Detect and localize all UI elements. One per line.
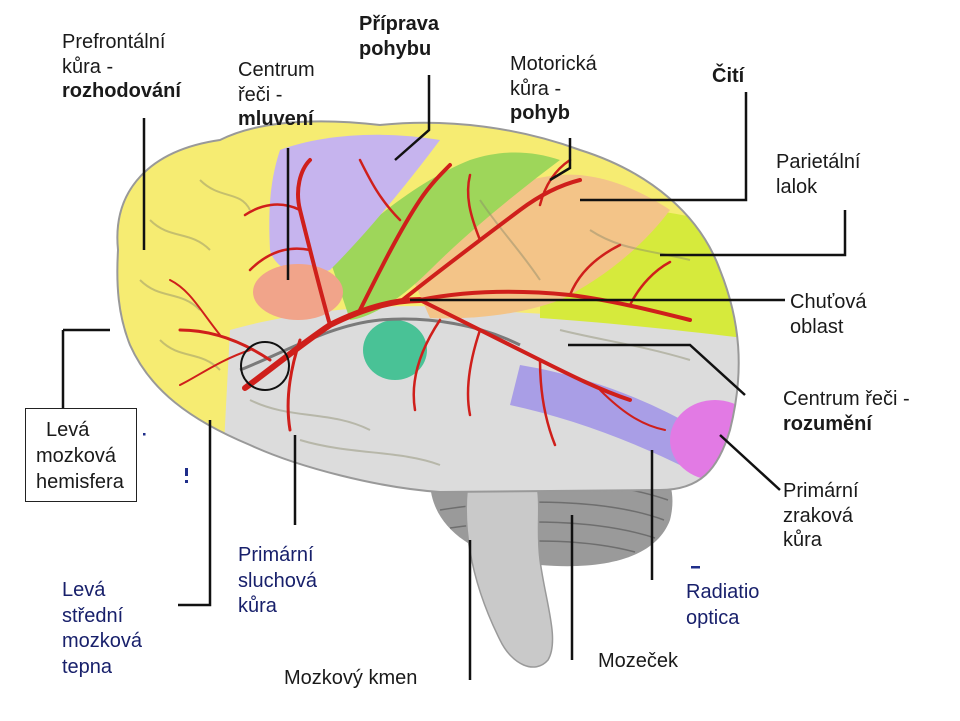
cerebrum xyxy=(117,121,739,493)
label-cerebellum: Mozeček xyxy=(598,650,679,672)
label-motor-preparation: Příprava pohybu xyxy=(359,13,440,60)
brainstem-shape xyxy=(465,469,554,668)
artery-origin-circle xyxy=(240,341,290,391)
label-primary-auditory-cortex: Primární sluchová kůra xyxy=(238,544,317,617)
label-left-hemisphere: Levá mozková hemisfera xyxy=(25,408,137,502)
leader-lines xyxy=(61,75,847,680)
label-left-middle-cerebral-artery: Levá střední mozková tepna xyxy=(62,579,143,678)
label-sensing: Čití xyxy=(712,65,745,87)
label-motor-cortex: Motorická kůra - pohyb xyxy=(510,53,597,124)
label-optic-radiation: Radiatio optica xyxy=(686,581,760,629)
label-speech-center-motor: Centrum řeči - mluvení xyxy=(238,59,315,130)
label-taste-area: Chuťová oblast xyxy=(790,291,867,338)
brain-outline xyxy=(116,120,740,494)
middle-cerebral-artery xyxy=(169,158,692,447)
label-primary-visual-cortex: Primární zraková kůra xyxy=(783,480,859,551)
stray-marks xyxy=(143,433,700,569)
label-parietal-lobe: Parietální lalok xyxy=(776,151,861,198)
label-brainstem: Mozkový kmen xyxy=(284,667,418,689)
label-speech-center-comprehension: Centrum řeči - rozumění xyxy=(783,388,910,435)
label-prefrontal-cortex: Prefrontální kůra - rozhodování xyxy=(62,31,181,102)
